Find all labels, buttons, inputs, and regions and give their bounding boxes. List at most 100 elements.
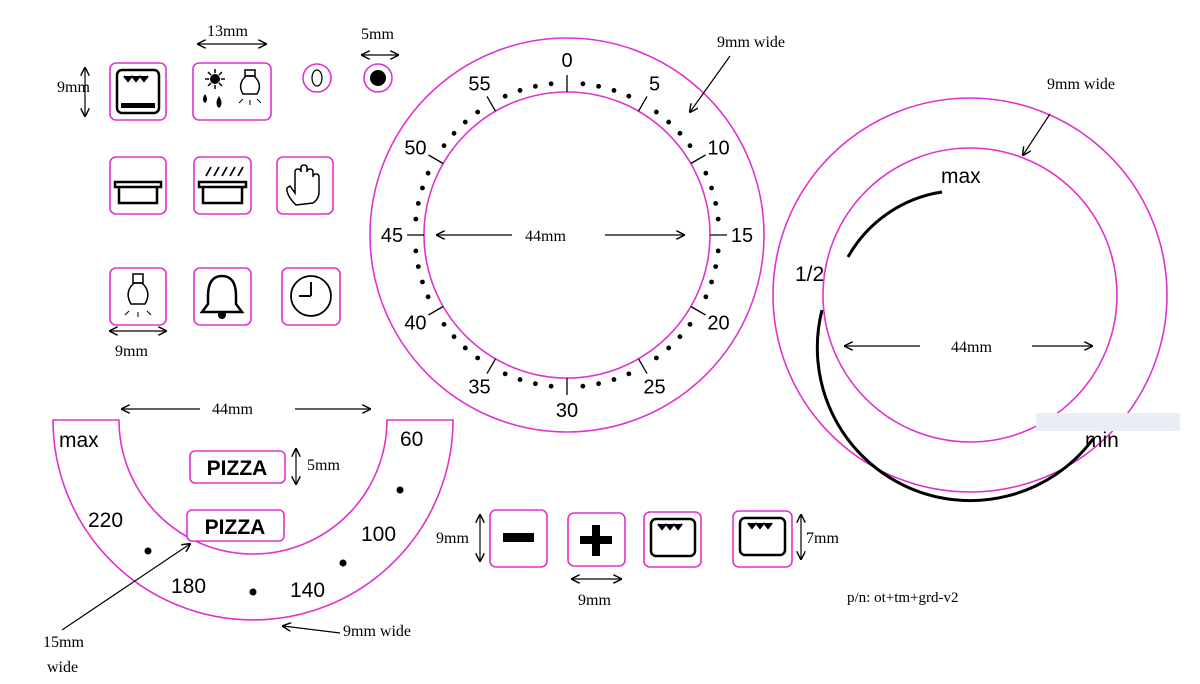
plus-icon — [580, 525, 612, 556]
icon-button-bell[interactable] — [193, 267, 252, 326]
timer-dot — [425, 170, 431, 176]
pizza-width-note: 15mm wide — [43, 544, 190, 676]
timer-label: 40 — [404, 313, 426, 335]
timer-dot — [532, 83, 538, 89]
oven-top-heat-alt-button[interactable] — [732, 510, 793, 568]
timer-dot — [451, 334, 457, 340]
timer-dot — [715, 216, 721, 222]
oven-top-element-icon — [115, 68, 161, 115]
icon-button-light-defrost[interactable] — [192, 62, 272, 121]
timer-dot — [596, 381, 602, 387]
timer-dot — [687, 143, 693, 149]
timer-label: 35 — [468, 377, 490, 399]
svg-text:60: 60 — [400, 428, 423, 451]
indicator-lamp-on-icon — [370, 70, 386, 86]
timer-dot — [666, 119, 672, 125]
power-arc-lower — [815, 309, 1095, 503]
timer-dot — [451, 130, 457, 136]
oven-top-heat-alt-icon — [738, 516, 787, 557]
clock-icon — [290, 275, 332, 317]
timer-dot — [580, 81, 586, 87]
timer-dot — [441, 143, 447, 149]
svg-text:44mm: 44mm — [951, 339, 992, 356]
indicator-lamp-on — [363, 63, 393, 93]
timer-dots — [413, 81, 721, 389]
power-dial[interactable]: max 1/2 min — [772, 97, 1168, 503]
timer-tick — [486, 96, 497, 112]
timer-dot — [611, 377, 617, 382]
svg-text:180: 180 — [171, 575, 206, 598]
timer-tick — [690, 305, 706, 316]
timer-tick — [637, 358, 648, 374]
icon-button-clock[interactable] — [281, 267, 341, 326]
timer-dot — [441, 321, 447, 327]
svg-text:min: min — [1085, 429, 1119, 452]
indicator-lamp-off-icon — [311, 69, 323, 87]
icon-button-hand[interactable] — [276, 156, 334, 215]
timer-dot — [548, 383, 554, 389]
timer-dot — [517, 88, 523, 93]
hand-icon — [286, 164, 320, 206]
dim-icon-width: 13mm — [198, 23, 266, 44]
svg-text:13mm: 13mm — [207, 23, 248, 40]
timer-dot — [653, 109, 659, 115]
minus-button[interactable] — [489, 509, 548, 568]
light-fan-defrost-icon — [203, 69, 262, 108]
timer-tick — [428, 305, 444, 316]
timer-diameter: 44mm — [437, 228, 684, 245]
timer-label: 15 — [731, 225, 753, 247]
part-number: p/n: ot+tm+grd-v2 — [847, 590, 959, 606]
timer-dot — [548, 81, 554, 87]
svg-text:9mm wide: 9mm wide — [343, 623, 411, 640]
timer-dot — [415, 264, 421, 270]
timer-dot — [462, 119, 468, 125]
timer-dot — [420, 185, 425, 191]
temp-arc-diameter: 44mm — [122, 401, 370, 418]
temp-ring-width-note: 9mm wide — [283, 623, 411, 640]
watermark-box — [1036, 413, 1180, 431]
svg-text:220: 220 — [88, 509, 123, 532]
timer-dot — [715, 248, 721, 254]
svg-text:44mm: 44mm — [212, 401, 253, 418]
bell-icon — [199, 274, 245, 319]
pizza-button-bottom[interactable]: PIZZA — [186, 509, 285, 542]
icon-button-bottom-heat[interactable] — [109, 156, 167, 215]
svg-text:PIZZA: PIZZA — [207, 457, 268, 480]
timer-dot — [626, 371, 632, 377]
power-arc-upper — [846, 190, 943, 258]
dim-lamp-width: 5mm — [361, 26, 398, 55]
oven-top-heat-button[interactable] — [643, 511, 702, 568]
minus-icon — [503, 533, 534, 542]
plus-button[interactable] — [567, 512, 626, 567]
svg-text:9mm: 9mm — [436, 530, 469, 547]
timer-dot — [677, 334, 683, 340]
icon-button-oven-top[interactable] — [109, 62, 167, 121]
oven-light-bulb-icon — [124, 273, 152, 317]
svg-text:5mm: 5mm — [307, 457, 340, 474]
timer-dot — [502, 93, 508, 99]
oven-bottom-element-icon — [113, 180, 163, 205]
icon-button-grill[interactable] — [193, 156, 252, 215]
timer-dot — [413, 248, 419, 254]
timer-label: 10 — [707, 138, 729, 160]
timer-dot — [596, 83, 602, 89]
timer-dot — [677, 130, 683, 136]
timer-ticks — [407, 75, 727, 395]
timer-dot — [475, 109, 481, 115]
timer-dot — [626, 93, 632, 99]
timer-label: 45 — [381, 225, 403, 247]
pizza-button-top[interactable]: PIZZA — [189, 450, 286, 484]
timer-dot — [713, 200, 719, 206]
power-ring-width-note: 9mm wide — [1023, 76, 1115, 155]
svg-text:9mm: 9mm — [57, 79, 90, 96]
icon-button-light[interactable] — [109, 267, 167, 326]
dim-pizza-height: 5mm — [296, 449, 340, 484]
timer-dot — [413, 216, 419, 222]
power-diameter: 44mm — [845, 339, 1092, 356]
svg-text:9mm wide: 9mm wide — [1047, 76, 1115, 93]
svg-text:9mm: 9mm — [578, 592, 611, 609]
timer-dot — [462, 345, 468, 351]
timer-label: 20 — [707, 313, 729, 335]
timer-label: 0 — [561, 50, 572, 72]
